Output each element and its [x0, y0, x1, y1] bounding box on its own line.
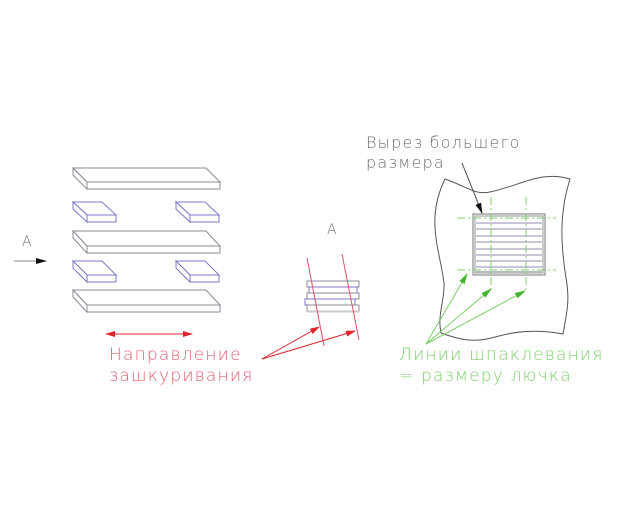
sanding-direction-label-line1: Направление [109, 345, 242, 365]
spacer-block-4 [174, 259, 221, 284]
spacer-block-1 [71, 200, 118, 224]
long-board-3 [71, 288, 222, 314]
leader-arrow-icon [461, 162, 483, 214]
cutout-frame [472, 213, 546, 276]
leader-arrows-green [425, 273, 526, 345]
hull-panel-outline [434, 175, 571, 341]
sanding-direction-label-line2: зашкуривания [109, 366, 254, 386]
putty-lines-label-line1: Линии шпаклевания [399, 345, 604, 365]
spacer-block-3 [71, 259, 118, 284]
side-view-stack [304, 280, 360, 313]
view-a-label: A [22, 234, 33, 250]
cutout-label-line2: размера [366, 153, 445, 172]
putty-center-lines [457, 197, 556, 292]
cutout-label-line1: Вырез большего [366, 133, 521, 152]
spacer-block-2 [174, 200, 221, 224]
long-board-1 [71, 166, 222, 191]
putty-lines-label-line2: = размеру лючка [399, 366, 572, 386]
board-stack [71, 166, 222, 314]
side-view-a-label: A [327, 222, 338, 238]
long-board-2 [71, 229, 222, 255]
side-view-section-lines [306, 253, 360, 347]
leader-arrows-red [261, 326, 356, 360]
